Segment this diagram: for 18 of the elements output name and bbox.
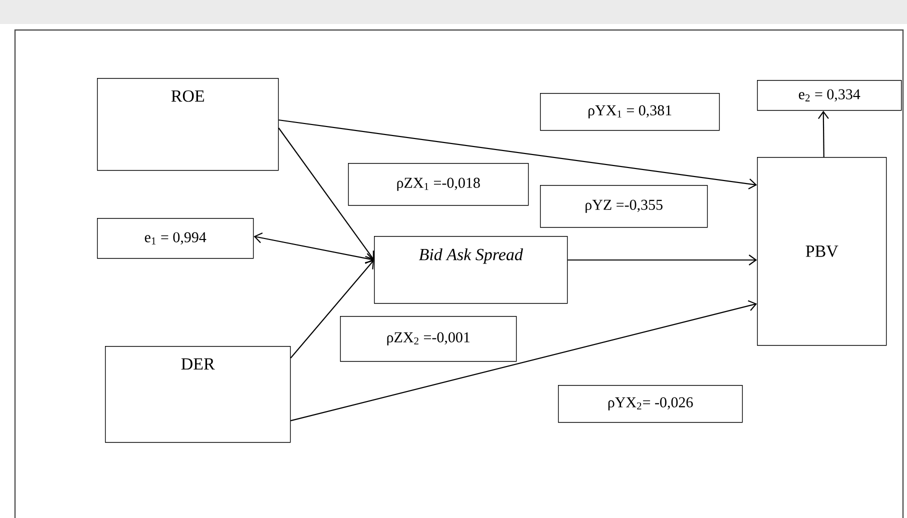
arrow bbox=[278, 119, 757, 190]
coefficient-box: ρYX$_{2}$= -0,026 bbox=[558, 384, 743, 423]
arrow bbox=[290, 300, 757, 422]
error-box: e$_{1}$ = 0,994 bbox=[97, 218, 254, 259]
arrow bbox=[290, 260, 374, 358]
error-box: e$_{2}$ = 0,334 bbox=[757, 80, 902, 111]
coefficient-box: ρYZ =-0,355 bbox=[540, 185, 708, 228]
variable-box: Bid Ask Spread bbox=[374, 236, 568, 304]
coefficient-box: ρZX$_{1}$ =-0,018 bbox=[348, 163, 529, 206]
variable-box: PBV bbox=[757, 157, 887, 346]
coefficient-box: ρYX$_{1}$ = 0,381 bbox=[540, 93, 720, 131]
variable-box: ROE bbox=[97, 78, 279, 171]
arrow bbox=[568, 254, 757, 266]
arrow bbox=[254, 232, 374, 264]
arrow bbox=[278, 128, 374, 260]
variable-box: DER bbox=[105, 346, 291, 443]
arrow bbox=[818, 110, 829, 157]
coefficient-box: ρZX$_{2}$ =-0,001 bbox=[340, 316, 517, 362]
